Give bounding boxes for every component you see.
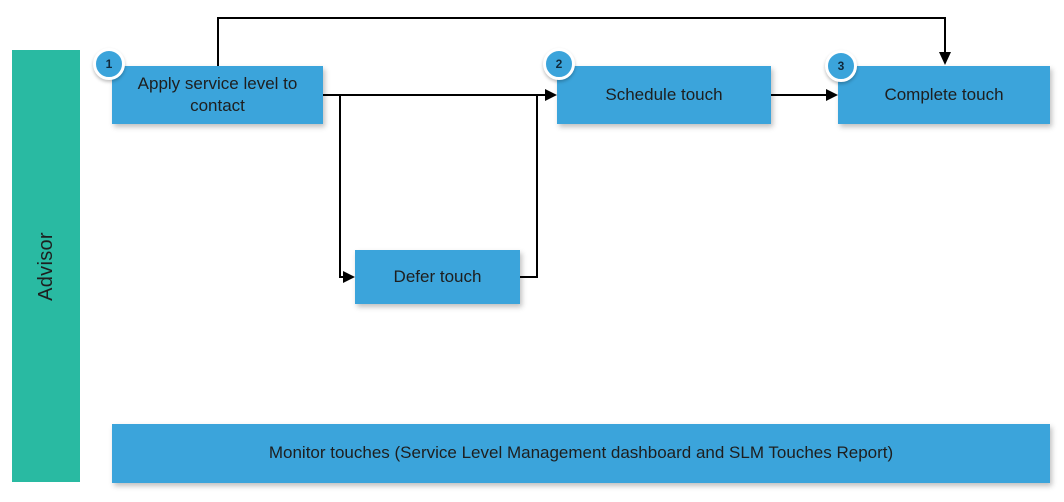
flow-step-label: Monitor touches (Service Level Managemen… bbox=[268, 443, 894, 463]
step-number-badge-3: 3 bbox=[825, 50, 857, 82]
step-number-badge-1: 1 bbox=[93, 48, 125, 80]
arrow-down-icon bbox=[939, 52, 951, 65]
swimlane-label: Advisor bbox=[34, 231, 57, 301]
flow-step-complete-touch: Complete touch bbox=[838, 66, 1050, 124]
connector-apply-to-complete bbox=[217, 17, 946, 66]
swimlane-advisor: Advisor bbox=[12, 50, 80, 482]
flow-step-monitor-touches: Monitor touches (Service Level Managemen… bbox=[112, 424, 1050, 483]
flow-step-defer-touch: Defer touch bbox=[355, 250, 520, 304]
connector-apply-to-defer bbox=[339, 94, 344, 278]
flow-step-apply-service-level: Apply service level to contact bbox=[112, 66, 323, 124]
step-number: 3 bbox=[837, 59, 845, 73]
flow-step-label: Defer touch bbox=[393, 266, 482, 286]
arrow-right-icon bbox=[826, 89, 838, 101]
step-number-badge-2: 2 bbox=[543, 48, 575, 80]
step-number: 1 bbox=[105, 57, 113, 71]
flow-step-schedule-touch: Schedule touch bbox=[557, 66, 771, 124]
flow-step-label: Apply service level to contact bbox=[137, 73, 298, 115]
connector-defer-to-schedule bbox=[520, 94, 538, 278]
flow-step-label: Complete touch bbox=[884, 84, 1004, 104]
arrow-right-icon bbox=[545, 89, 557, 101]
step-number: 2 bbox=[555, 57, 563, 71]
flow-step-label: Schedule touch bbox=[605, 84, 723, 104]
arrow-right-icon bbox=[343, 271, 355, 283]
